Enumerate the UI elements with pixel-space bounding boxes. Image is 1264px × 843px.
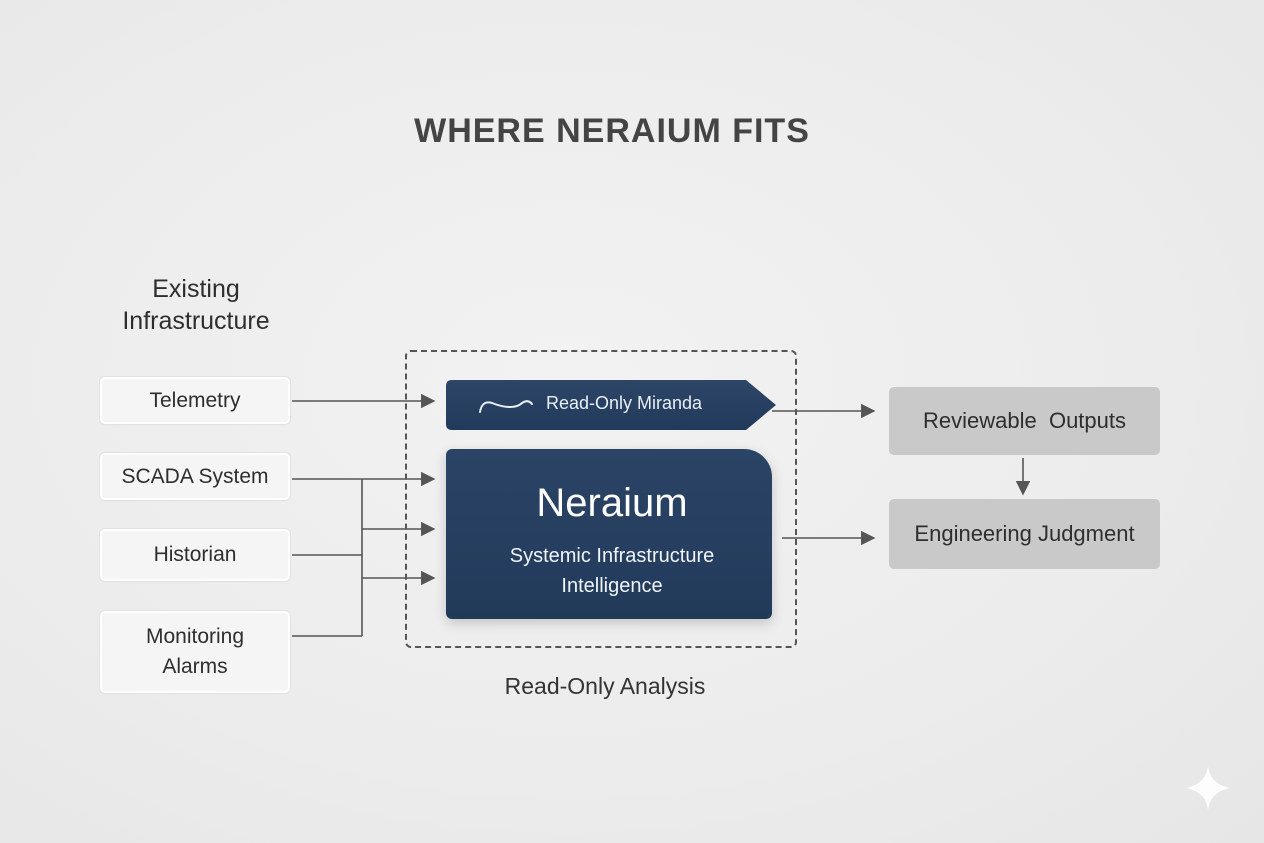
existing-infrastructure-label: Existing Infrastructure (82, 273, 310, 337)
output-engineering-judgment: Engineering Judgment (889, 499, 1160, 569)
read-only-analysis-frame (405, 350, 797, 648)
miranda-banner (446, 380, 776, 430)
neraium-subtitle-line1: Systemic Infrastructure (509, 545, 715, 567)
source-scada-label: SCADA System (121, 464, 269, 488)
wave-icon (479, 400, 533, 413)
neraium-subtitle: Systemic Infrastructure Intelligence (446, 541, 778, 601)
miranda-label: Read-Only Miranda (546, 393, 703, 413)
existing-label-line1: Existing (152, 275, 240, 303)
source-monitoring-alarms: Monitoring Alarms (100, 611, 290, 693)
source-alarms-line1: Monitoring (145, 625, 245, 648)
sparkle-icon (1186, 766, 1230, 810)
source-historian-label: Historian (153, 543, 237, 566)
page-title: WHERE NERAIUM FITS (414, 112, 810, 150)
output-judgment-label: Engineering Judgment (914, 521, 1135, 546)
neraium-subtitle-line2: Intelligence (561, 575, 663, 597)
read-only-analysis-caption: Read-Only Analysis (504, 673, 706, 699)
source-telemetry: Telemetry (100, 377, 290, 424)
output-reviewable-label: Reviewable Outputs (923, 408, 1126, 433)
neraium-title: Neraium (536, 481, 688, 525)
source-telemetry-label: Telemetry (149, 388, 241, 412)
output-reviewable-outputs: Reviewable Outputs (889, 387, 1160, 455)
existing-label-line2: Infrastructure (122, 307, 270, 335)
source-alarms-line2: Alarms (162, 655, 228, 678)
source-scada-system: SCADA System (100, 453, 290, 500)
source-historian: Historian (100, 529, 290, 581)
neraium-core-box (446, 449, 772, 619)
